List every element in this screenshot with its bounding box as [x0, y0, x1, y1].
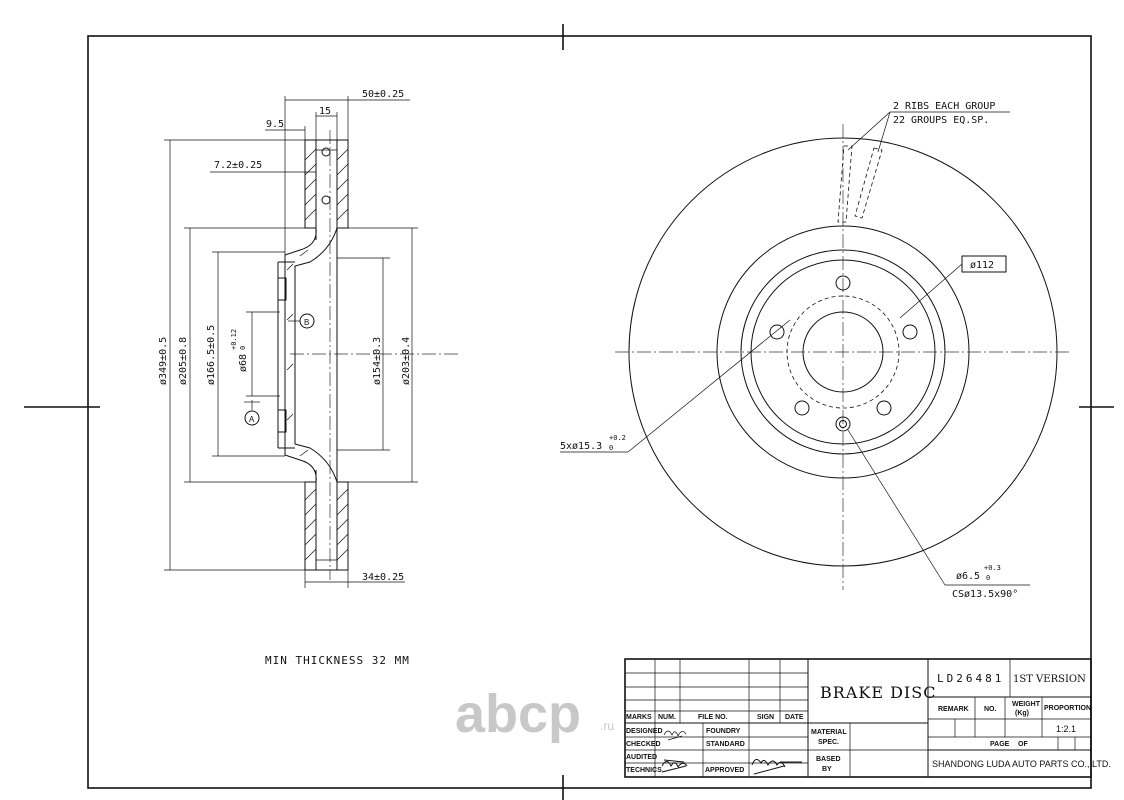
tb-scale: 1:2.1 [1056, 724, 1076, 734]
bolt-hole-tol-lower: 0 [609, 444, 613, 452]
tb-weight-line1: WEIGHT [1012, 701, 1041, 708]
dim-rib-width: 15 [319, 106, 331, 117]
tb-material-line2: SPEC. [818, 739, 839, 746]
small-hole-label: ø6.5 [956, 571, 980, 582]
tb-based-line1: BASED [816, 756, 841, 763]
dim-hat-thickness: 7.2±0.25 [214, 160, 262, 171]
tb-num: NUM. [658, 714, 676, 721]
small-hole-tol-upper: +0.3 [984, 564, 1001, 572]
tb-technics: TECHNICS [626, 767, 662, 774]
signature-audited [661, 759, 688, 773]
dim-68-tol-lower: 0 [239, 346, 247, 350]
section-view [277, 130, 460, 580]
tb-version: 1ST VERSION [1013, 674, 1086, 685]
tb-marks: MARKS [626, 714, 652, 721]
drawing-frame [24, 24, 1114, 800]
dim-166: ø166.5±0.5 [206, 325, 217, 385]
tb-material-line1: MATERIAL [811, 729, 847, 736]
dim-outer-dia: ø349±0.5 [158, 337, 169, 385]
tb-page: PAGE [990, 741, 1010, 748]
dim-154: ø154±0.3 [372, 337, 383, 385]
dim-205: ø205±0.8 [178, 337, 189, 385]
tb-sign: SIGN [757, 714, 774, 721]
front-view [615, 124, 1072, 590]
ribs-note-line2: 22 GROUPS EQ.SP. [893, 115, 989, 126]
countersink-label: CSø13.5x90° [952, 589, 1018, 600]
tb-proportion: PROPORTION [1044, 705, 1091, 712]
tb-designed: DESIGNED [626, 728, 663, 735]
tb-foundry: FOUNDRY [706, 728, 741, 735]
tb-title: BRAKE DISC [820, 683, 936, 702]
tb-of: OF [1018, 741, 1028, 748]
tb-part-number: LD26481 [937, 672, 1004, 685]
pcd-label: ø112 [970, 260, 994, 271]
signature-approved [751, 759, 802, 775]
tb-weight-line2: (Kg) [1015, 710, 1029, 717]
tb-company: SHANDONG LUDA AUTO PARTS CO., LTD. [932, 759, 1111, 769]
dim-thickness: 34±0.25 [362, 572, 404, 583]
tb-approved: APPROVED [705, 767, 744, 774]
dim-203: ø203±0.4 [401, 337, 412, 385]
tb-date: DATE [785, 714, 804, 721]
dim-68: ø68 [238, 354, 249, 372]
bolt-hole-tol-upper: +0.2 [609, 434, 626, 442]
tb-remark: REMARK [938, 706, 969, 713]
tb-file-no: FILE NO. [698, 714, 728, 721]
tb-standard: STANDARD [706, 741, 745, 748]
title-block: MARKS NUM. FILE NO. SIGN DATE DESIGNED C… [624, 658, 1111, 778]
section-dimensions: 50±0.25 15 9.5 7.2±0.25 34±0.25 ø349±0.5… [158, 89, 418, 588]
datum-b: B [304, 318, 309, 327]
watermark-suffix: .ru [600, 719, 614, 733]
tb-no: NO. [984, 706, 997, 713]
ribs-note-line1: 2 RIBS EACH GROUP [893, 101, 995, 112]
datum-a: A [249, 415, 255, 424]
dim-68-tol-upper: +0.12 [230, 329, 238, 350]
watermark: abcp .ru [455, 684, 614, 744]
signature-designed [663, 730, 687, 741]
tb-checked: CHECKED [626, 741, 661, 748]
bolt-hole-label: 5xø15.3 [560, 441, 602, 452]
front-callouts: 2 RIBS EACH GROUP 22 GROUPS EQ.SP. ø112 … [560, 101, 1030, 600]
small-hole-tol-lower: 0 [986, 574, 990, 582]
min-thickness-note: MIN THICKNESS 32 MM [265, 654, 410, 667]
dim-offset: 9.5 [266, 119, 284, 130]
tb-audited: AUDITED [626, 754, 657, 761]
dim-overall-width: 50±0.25 [362, 89, 404, 100]
tb-based-line2: BY [822, 766, 832, 773]
watermark-brand: abcp [455, 684, 581, 744]
